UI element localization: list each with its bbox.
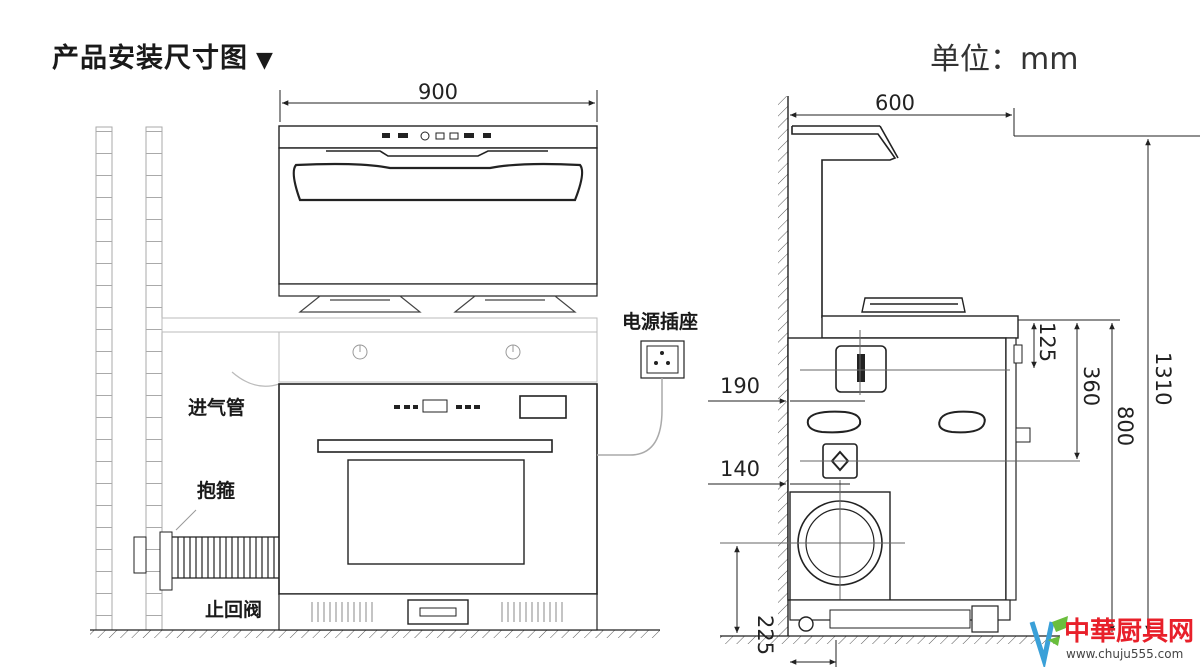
wall-hatch	[778, 96, 788, 636]
dim-360: 360	[1079, 366, 1103, 406]
page-title: 产品安装尺寸图 ▼	[52, 36, 274, 75]
control-buttons	[382, 131, 491, 141]
watermark: 中華厨具网 www.chuju555.com	[1029, 616, 1194, 667]
oven-window	[347, 459, 525, 565]
floor-hatch-front	[90, 630, 660, 638]
control-panel	[278, 125, 598, 149]
dim-1310: 1310	[1151, 352, 1175, 405]
caster-wheel-icon	[798, 616, 814, 632]
clamp-label: 抱箍	[197, 479, 235, 502]
socket-label: 电源插座	[622, 310, 698, 333]
check-valve-flange	[159, 531, 173, 591]
hood-profile	[791, 126, 897, 318]
watermark-url: www.chuju555.com	[1066, 647, 1183, 661]
burner-side-icon	[861, 297, 966, 313]
brick-column-left	[95, 126, 113, 631]
vent-slot-left	[806, 410, 862, 434]
countertop	[821, 315, 1019, 339]
depth-dim-text: 600	[875, 91, 915, 115]
oven-display	[519, 395, 567, 419]
side-view: 600	[708, 91, 1200, 667]
unit-label: 单位：mm	[930, 42, 1079, 77]
check-valve-label: 止回阀	[205, 598, 262, 621]
dim-225: 225	[753, 615, 777, 655]
oven-controls	[394, 399, 480, 413]
vf-leaf-logo-icon	[1029, 616, 1068, 667]
dim-125: 125	[1035, 322, 1059, 362]
oven-handle	[317, 439, 553, 453]
front-view: 900	[90, 80, 698, 638]
vent-slot-right	[938, 410, 986, 434]
gas-pipe-label: 进气管	[188, 396, 245, 419]
dim-140: 140	[720, 457, 760, 481]
dim-800: 800	[1113, 406, 1137, 446]
watermark-name: 中華厨具网	[1064, 617, 1194, 647]
dim-190: 190	[720, 374, 760, 398]
exhaust-duct	[172, 536, 279, 579]
width-dim-text: 900	[418, 80, 458, 104]
triangle-down-icon: ▼	[256, 48, 274, 73]
burner-grates-front	[298, 295, 577, 313]
title-text: 产品安装尺寸图	[52, 43, 248, 74]
power-cord	[597, 378, 663, 456]
hood-handle	[292, 162, 584, 202]
knob-panel	[278, 331, 598, 383]
floor-hatch-side	[720, 636, 1060, 644]
base-vents	[311, 602, 563, 622]
